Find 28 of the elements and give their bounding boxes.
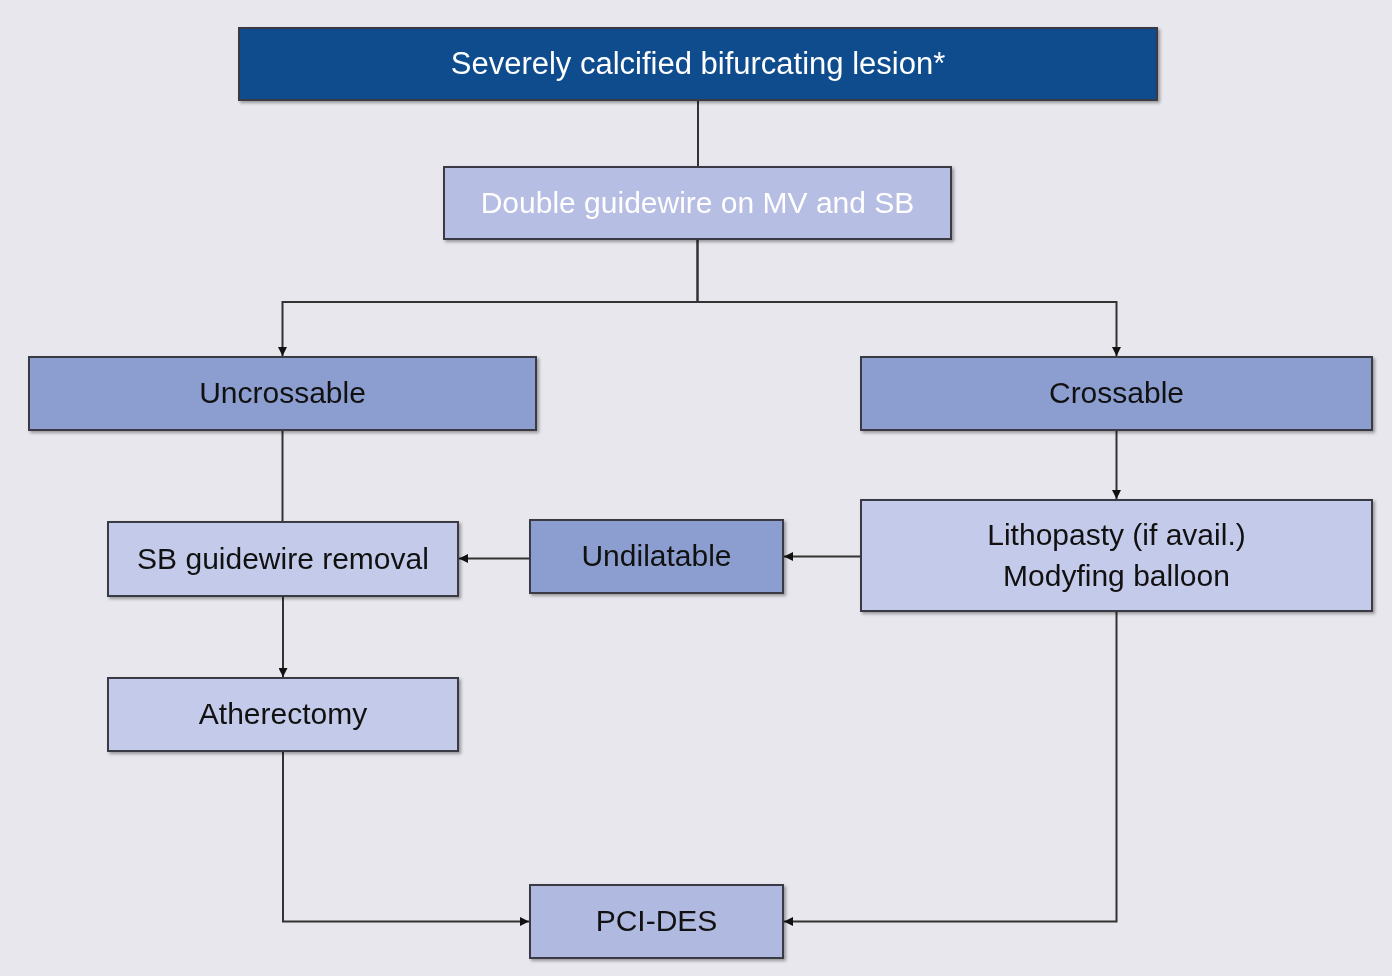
process-box [529,884,784,959]
box-label: Crossable [1048,375,1185,412]
arrow [282,751,530,926]
process-box [529,519,784,594]
arrow [783,611,1118,926]
title-box [238,27,1158,101]
arrow [278,596,288,678]
box-label: SB guidewire removal [137,540,429,577]
box-label: Undilatable [581,538,732,575]
box-label: Atherectomy [198,696,368,733]
process-box [860,499,1373,612]
box-label: Lithopasty (if avail.) [987,517,1246,553]
process-box [107,521,459,597]
process-box [107,677,459,752]
connector-line [281,430,284,522]
box-label: Modyfing balloon [1003,557,1230,594]
process-box [860,356,1373,431]
connector-line [697,100,699,167]
process-box [28,356,537,431]
box-label: PCI-DES [595,903,718,940]
arrow [696,239,1121,357]
box-label: Double guidewire on MV and SB [480,184,915,221]
arrow [783,552,861,561]
process-box [443,166,952,240]
arrow [458,554,530,563]
box-label: Uncrossable [199,375,366,412]
arrow [1112,430,1121,500]
box-label: Severely calcified bifurcating lesion* [450,45,946,84]
